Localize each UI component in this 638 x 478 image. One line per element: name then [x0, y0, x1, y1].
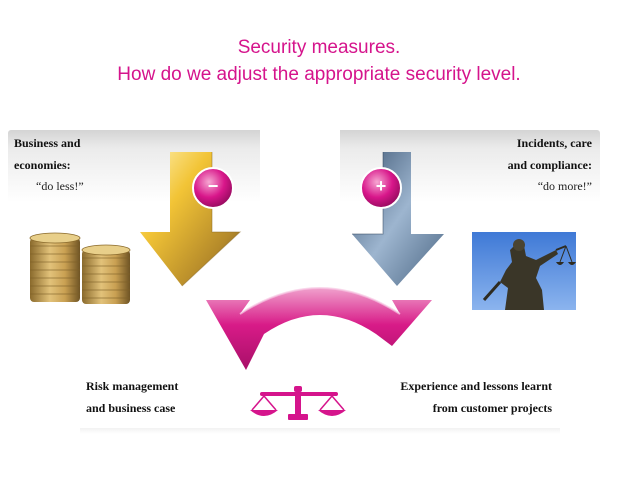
plus-sign: +: [375, 176, 387, 196]
business-heading-line-1: Business and: [14, 136, 81, 150]
balance-scale-icon: [250, 386, 346, 420]
incidents-quote: “do more!”: [537, 179, 592, 193]
page-title: Security measures. How do we adjust the …: [0, 34, 638, 88]
business-quote: “do less!”: [36, 179, 84, 193]
risk-caption-line-2: and business case: [86, 401, 176, 415]
experience-caption-line-2: from customer projects: [432, 401, 552, 415]
plus-badge: [360, 167, 402, 209]
coins-image: [29, 232, 131, 304]
justitia-statue-image: [472, 232, 576, 310]
risk-caption-line-1: Risk management: [86, 379, 179, 393]
minus-badge: [192, 167, 234, 209]
incidents-heading-line-1: Incidents, care: [516, 136, 592, 150]
experience-caption-line-1: Experience and lessons learnt: [400, 379, 552, 393]
title-line-1: Security measures.: [237, 37, 401, 58]
minus-sign: −: [207, 176, 219, 196]
title-line-2: How do we adjust the appropriate securit…: [117, 64, 521, 85]
incidents-heading-line-2: and compliance:: [507, 158, 592, 172]
footer-divider: [80, 428, 560, 434]
business-heading-line-2: economies:: [14, 158, 71, 172]
increase-arrow: [352, 152, 444, 286]
feedback-cycle-arrow: [206, 287, 432, 370]
